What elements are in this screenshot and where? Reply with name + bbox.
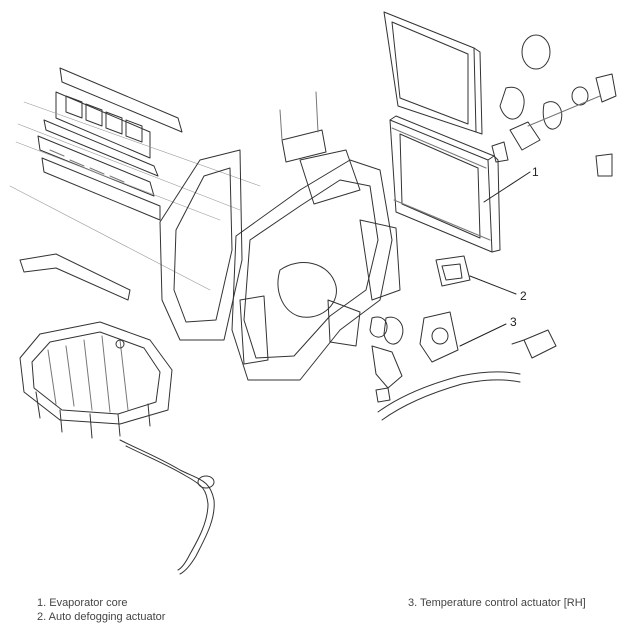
temperature-control-actuator-part bbox=[371, 311, 459, 389]
callout-1: 1 bbox=[532, 165, 539, 179]
legend-item-temperature-control-actuator: 3. Temperature control actuator [RH] bbox=[408, 597, 586, 609]
bracket-part bbox=[19, 253, 131, 301]
exploded-assembly-diagram: 1 2 3 bbox=[9, 11, 617, 575]
leader-lines bbox=[459, 171, 531, 347]
legend-item-auto-defogging-actuator: 2. Auto defogging actuator bbox=[37, 611, 166, 623]
filter-frame-part bbox=[383, 11, 483, 135]
sensor-parts bbox=[491, 34, 617, 177]
wiring-harness-part bbox=[375, 371, 521, 421]
callout-3: 3 bbox=[510, 315, 517, 329]
auto-defogging-actuator-part bbox=[435, 255, 471, 287]
legend-left: 1. Evaporator core 2. Auto defogging act… bbox=[37, 596, 165, 624]
temperature-sensor-part bbox=[511, 329, 557, 359]
hvac-housing-part bbox=[159, 91, 401, 381]
drain-hose-part bbox=[119, 439, 215, 575]
vent-door-parts bbox=[9, 67, 261, 291]
legend-item-evaporator-core: 1. Evaporator core bbox=[37, 597, 128, 609]
callout-2: 2 bbox=[520, 289, 527, 303]
evaporator-core-part bbox=[389, 115, 501, 253]
lower-case-part bbox=[19, 321, 173, 439]
legend-right: 3. Temperature control actuator [RH] bbox=[408, 596, 586, 610]
